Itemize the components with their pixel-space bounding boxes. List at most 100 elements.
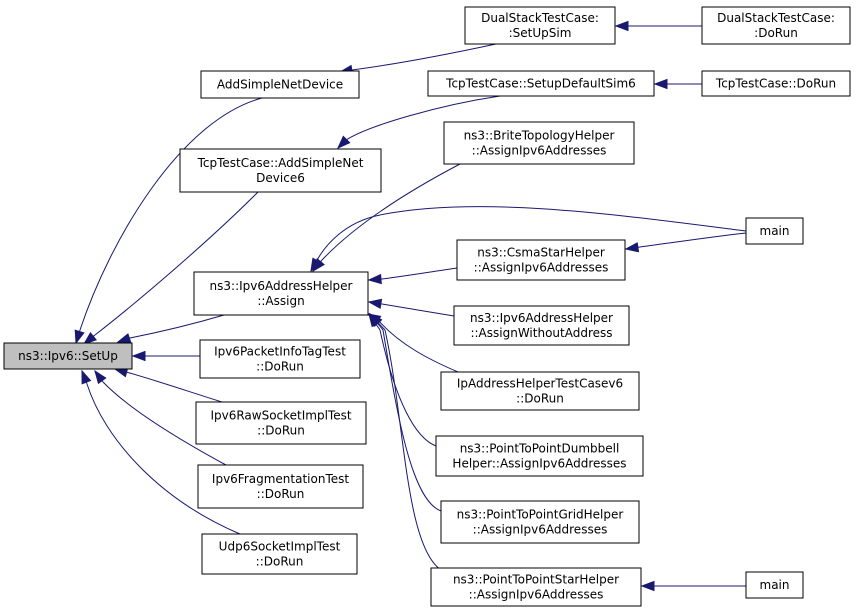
edge-main1-to-csma (624, 232, 747, 253)
node-frag[interactable]: Ipv6FragmentationTest::DoRun (197, 464, 364, 509)
node-box (199, 339, 361, 379)
node-label: ns3::BriteTopologyHelper (464, 129, 615, 143)
edge-line (79, 97, 263, 331)
edge-assignwo-to-assign (367, 298, 455, 317)
node-udp6[interactable]: Udp6SocketImplTest::DoRun (201, 533, 358, 575)
edge-star-to-assign (369, 312, 442, 571)
edge-connector (368, 301, 383, 305)
node-label: Ipv6FragmentationTest (212, 472, 349, 486)
node-label: Ipv6RawSocketImplTest (210, 409, 351, 423)
edge-line (377, 319, 459, 373)
node-box (453, 305, 630, 346)
edge-csma-to-assign (367, 267, 458, 285)
node-assignwo[interactable]: ns3::Ipv6AddressHelper::AssignWithoutAdd… (453, 305, 630, 346)
edge-connector (117, 337, 131, 343)
node-label: :SetUpSim (509, 26, 572, 40)
node-box (745, 217, 804, 245)
node-label: ns3::CsmaStarHelper (477, 246, 605, 260)
edge-dsdorun-to-dssetup (614, 20, 702, 32)
edge-main2-to-star (640, 580, 746, 592)
node-box (201, 533, 358, 575)
node-label: ::AssignIpv6Addresses (472, 144, 607, 158)
edge-line (315, 206, 747, 263)
edge-grid-to-assign (369, 312, 442, 512)
node-box (200, 70, 360, 99)
node-box (3, 342, 133, 370)
node-label: :DoRun (754, 26, 798, 40)
edge-connector (81, 370, 88, 385)
node-box (745, 571, 804, 599)
edge-line (382, 329, 442, 512)
node-label: ::AssignIpv6Addresses (473, 523, 608, 537)
node-setup[interactable]: ns3::Ipv6::SetUp (3, 342, 133, 370)
node-label: ::AssignIpv6Addresses (469, 588, 604, 602)
edge-tcpdorun-to-tcpsetup (653, 78, 702, 90)
edge-tcpsetup-to-tcpadd6 (336, 95, 501, 150)
node-label: ns3::Ipv6AddressHelper (210, 279, 353, 293)
edge-line (379, 329, 437, 447)
node-label: Helper::AssignIpv6Addresses (452, 457, 626, 471)
edge-line (381, 267, 458, 280)
edge-main1-to-assign (310, 206, 747, 273)
node-iptest[interactable]: IpAddressHelperTestCasev6::DoRun (440, 371, 640, 411)
node-brite[interactable]: ns3::BriteTopologyHelper::AssignIpv6Addr… (443, 121, 635, 165)
edge-line (381, 303, 455, 317)
node-label: TcpTestCase::SetupDefaultSim6 (445, 77, 636, 91)
node-label: DualStackTestCase: (717, 11, 835, 25)
node-label: ::DoRun (257, 424, 305, 438)
edge-layer (74, 20, 747, 592)
arrowhead (310, 257, 322, 273)
node-label: DualStackTestCase: (481, 11, 599, 25)
edge-line (345, 95, 501, 141)
node-tcpsetup[interactable]: TcpTestCase::SetupDefaultSim6 (427, 70, 655, 97)
edge-pkttag-to-setup (131, 350, 200, 362)
node-main2[interactable]: main (745, 571, 804, 599)
edge-line (639, 232, 747, 248)
node-dumbbell[interactable]: ns3::PointToPointDumbbellHelper::AssignI… (435, 435, 644, 477)
edge-connector (75, 329, 81, 344)
edge-line (94, 191, 259, 336)
node-rawsock[interactable]: Ipv6RawSocketImplTest::DoRun (195, 401, 367, 445)
node-pkttag[interactable]: Ipv6PacketInfoTagTest::DoRun (199, 339, 361, 379)
node-tcpdorun[interactable]: TcpTestCase::DoRun (701, 70, 851, 97)
edge-connector (369, 313, 386, 331)
node-box (435, 435, 644, 477)
edge-line (125, 371, 223, 403)
node-label: ::Assign (257, 294, 304, 308)
node-box (197, 464, 364, 509)
edge-line (384, 329, 442, 571)
edge-assign-to-setup (116, 314, 225, 344)
node-box (440, 500, 640, 544)
node-dssetup[interactable]: DualStackTestCase::SetUpSim (464, 6, 616, 45)
node-label: ::AssignIpv6Addresses (474, 261, 609, 275)
node-csma[interactable]: ns3::CsmaStarHelper::AssignIpv6Addresses (456, 239, 626, 281)
edge-line (321, 163, 461, 261)
node-grid[interactable]: ns3::PointToPointGridHelper::AssignIpv6A… (440, 500, 640, 544)
edge-line (351, 43, 497, 71)
node-box (430, 567, 642, 607)
node-label: ns3::PointToPointStarHelper (453, 573, 619, 587)
node-assign[interactable]: ns3::Ipv6AddressHelper::Assign (193, 271, 369, 316)
edge-connector (94, 370, 104, 383)
edge-addsimple-to-setup (74, 97, 263, 345)
node-addsimple[interactable]: AddSimpleNetDevice (200, 70, 360, 99)
node-label: Ipv6PacketInfoTagTest (214, 345, 346, 359)
edge-connector (337, 139, 347, 149)
node-main1[interactable]: main (745, 217, 804, 245)
node-label: Udp6SocketImplTest (219, 540, 341, 554)
node-label: Device6 (256, 171, 305, 185)
edge-udp6-to-setup (81, 369, 241, 535)
node-star[interactable]: ns3::PointToPointStarHelper::AssignIpv6A… (430, 567, 642, 607)
node-dsdorun[interactable]: DualStackTestCase::DoRun (701, 6, 851, 45)
node-label: ::DoRun (257, 487, 305, 501)
node-box (427, 70, 655, 97)
node-label: ::DoRun (256, 360, 304, 374)
node-label: main (760, 578, 790, 592)
node-label: ::DoRun (516, 392, 564, 406)
edge-line (129, 314, 225, 339)
node-box (456, 239, 626, 281)
node-box (179, 148, 382, 193)
edge-frag-to-setup (94, 369, 227, 466)
